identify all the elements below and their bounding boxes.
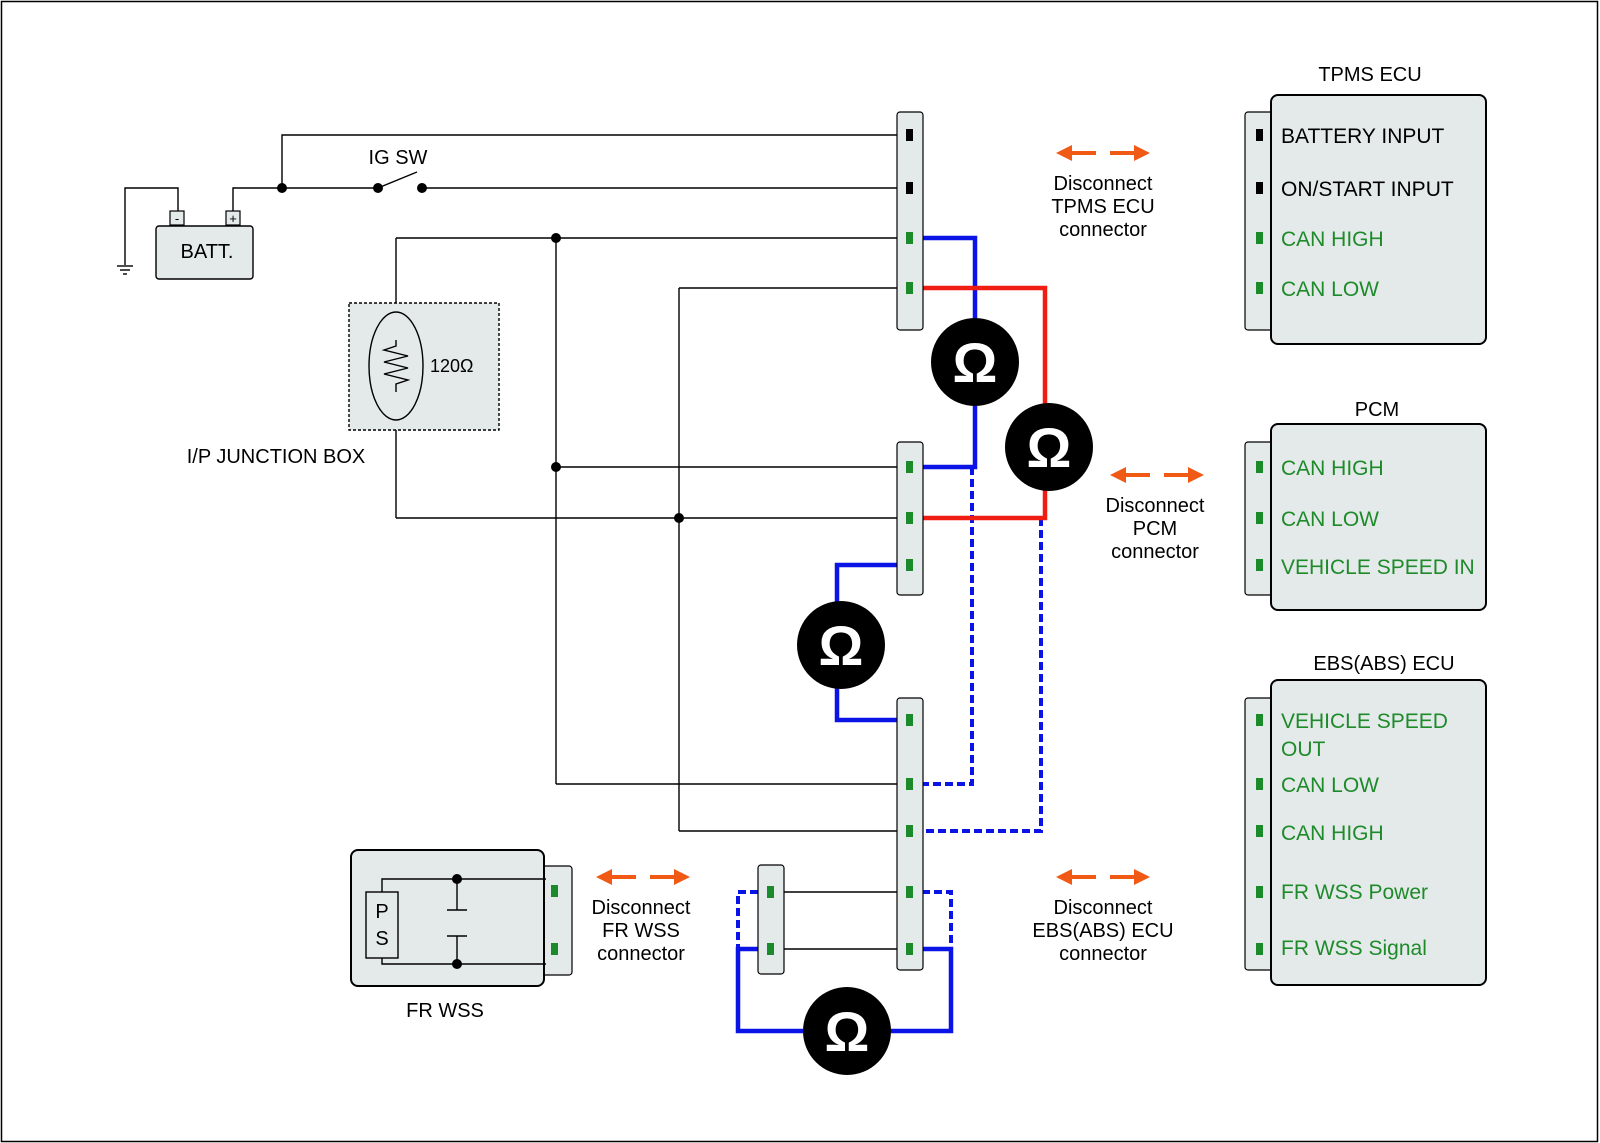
ip-junction-box: 120Ω I/P JUNCTION BOX — [187, 302, 500, 468]
fr-wss: P S FR WSS — [350, 849, 573, 1022]
ebs-pin-vehicle-speed: VEHICLE SPEED — [1281, 710, 1448, 733]
ebs-ecu-title: EBS(ABS) ECU — [1313, 653, 1454, 675]
ebs-pin-can-low: CAN LOW — [1281, 774, 1379, 797]
arrow-icon — [596, 869, 690, 885]
pcm: PCM CAN HIGH CAN LOW VEHICLE SPEED IN — [1244, 399, 1487, 611]
fr-wss-title: FR WSS — [406, 1000, 484, 1022]
pcm-pin-can-high: CAN HIGH — [1281, 457, 1384, 480]
pcm-instruction-3: connector — [1111, 541, 1199, 563]
resistor-icon — [381, 340, 411, 392]
ohm-icon: Ω — [825, 1000, 870, 1063]
tpms-pin-can-high: CAN HIGH — [1281, 228, 1384, 251]
ground-icon — [117, 265, 133, 275]
wss-instruction-1: Disconnect — [592, 897, 691, 919]
ebs-instruction-1: Disconnect — [1054, 897, 1153, 919]
tpms-ecu: TPMS ECU BATTERY INPUT ON/START INPUT CA… — [1244, 64, 1487, 345]
ohmmeter-2: Ω — [1005, 403, 1093, 491]
can-low-wires — [910, 285, 1048, 521]
ohmmeter-3: Ω — [797, 601, 885, 689]
tpms-ecu-title: TPMS ECU — [1318, 64, 1421, 86]
pcm-pin-can-low: CAN LOW — [1281, 508, 1379, 531]
ohm-icon: Ω — [819, 614, 864, 677]
wss-harness-connector — [757, 864, 785, 975]
ohmmeter-4: Ω — [803, 987, 891, 1075]
wss-instruction-2: FR WSS — [602, 920, 680, 942]
tpms-instruction-3: connector — [1059, 219, 1147, 241]
battery-label: BATT. — [181, 241, 234, 263]
tpms-pin-on-start-input: ON/START INPUT — [1281, 178, 1454, 201]
junction-box-label: I/P JUNCTION BOX — [187, 446, 366, 468]
disconnect-instructions: Disconnect TPMS ECU connector Disconnect… — [592, 173, 1205, 965]
ig-switch: IG SW — [369, 147, 428, 193]
arrow-icon — [1110, 467, 1204, 483]
can-dashed-wires — [736, 467, 1043, 949]
disconnect-arrows — [596, 145, 1204, 885]
capacitor-icon — [447, 879, 467, 964]
wss-instruction-3: connector — [597, 943, 685, 965]
connector-pins — [767, 129, 913, 955]
ebs-instruction-2: EBS(ABS) ECU — [1032, 920, 1173, 942]
arrow-icon — [1056, 869, 1150, 885]
pcm-instruction-1: Disconnect — [1106, 495, 1205, 517]
pcm-instruction-2: PCM — [1133, 518, 1177, 540]
ebs-pin-can-high: CAN HIGH — [1281, 822, 1384, 845]
battery: - + BATT. — [155, 210, 254, 280]
pcm-title: PCM — [1355, 399, 1399, 421]
ig-switch-label: IG SW — [369, 147, 428, 169]
ohm-icon: Ω — [1027, 416, 1072, 479]
tpms-connector — [896, 111, 924, 331]
battery-plus-label: + — [229, 211, 237, 226]
ebs-pin-fr-wss-signal: FR WSS Signal — [1281, 937, 1427, 960]
arrow-icon — [1056, 145, 1150, 161]
ps-label-s: S — [375, 928, 388, 950]
battery-minus-label: - — [175, 211, 179, 226]
tpms-instruction-1: Disconnect — [1054, 173, 1153, 195]
tpms-pin-can-low: CAN LOW — [1281, 278, 1379, 301]
ebs-ecu: EBS(ABS) ECU VEHICLE SPEED OUT CAN LOW C… — [1244, 653, 1487, 986]
tpms-instruction-2: TPMS ECU — [1051, 196, 1154, 218]
ohmmeter-1: Ω — [931, 318, 1019, 406]
ebs-pin-fr-wss-power: FR WSS Power — [1281, 881, 1428, 904]
ps-label-p: P — [375, 901, 388, 923]
ebs-pin-vehicle-speed-out: OUT — [1281, 738, 1326, 761]
ohm-icon: Ω — [953, 331, 998, 394]
pcm-pin-vehicle-speed-in: VEHICLE SPEED IN — [1281, 556, 1475, 579]
resistor-value: 120Ω — [430, 356, 474, 376]
ebs-instruction-3: connector — [1059, 943, 1147, 965]
tpms-pin-battery-input: BATTERY INPUT — [1281, 125, 1445, 148]
